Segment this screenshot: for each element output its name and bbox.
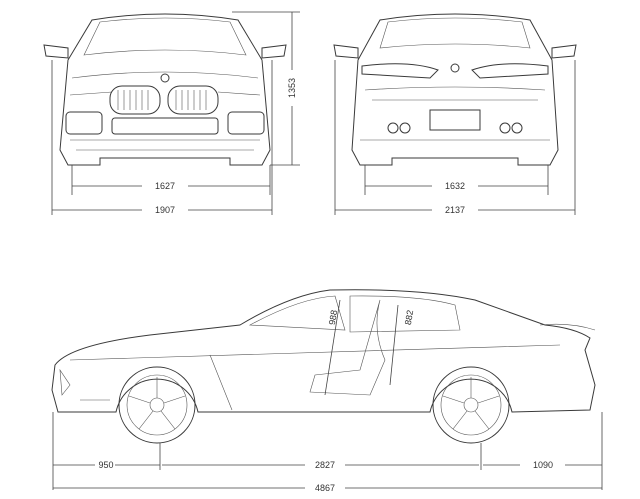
rear-track-label: 1632 [445, 181, 465, 191]
front-view-car [43, 13, 287, 166]
rear-overhang-label: 1090 [533, 460, 553, 470]
height-label: 1353 [287, 78, 297, 98]
rear-dimensions: 1632 2137 [334, 60, 576, 215]
rear-headroom-label: 882 [403, 309, 415, 326]
front-wheel [118, 366, 196, 444]
front-overhang-label: 950 [98, 460, 113, 470]
rear-width-label: 2137 [445, 205, 465, 215]
wheelbase-label: 2827 [315, 460, 335, 470]
rear-view-car [333, 13, 577, 166]
side-dimensions: 950 2827 1090 4867 [52, 412, 603, 493]
headroom-dimensions: 988 882 [324, 299, 415, 396]
rear-wheel [432, 366, 510, 444]
front-dimensions: 1627 1907 1353 [51, 11, 300, 215]
side-view-car [51, 289, 596, 413]
length-label: 4867 [315, 483, 335, 493]
front-width-label: 1907 [155, 205, 175, 215]
front-track-label: 1627 [155, 181, 175, 191]
front-headroom-label: 988 [327, 309, 339, 326]
